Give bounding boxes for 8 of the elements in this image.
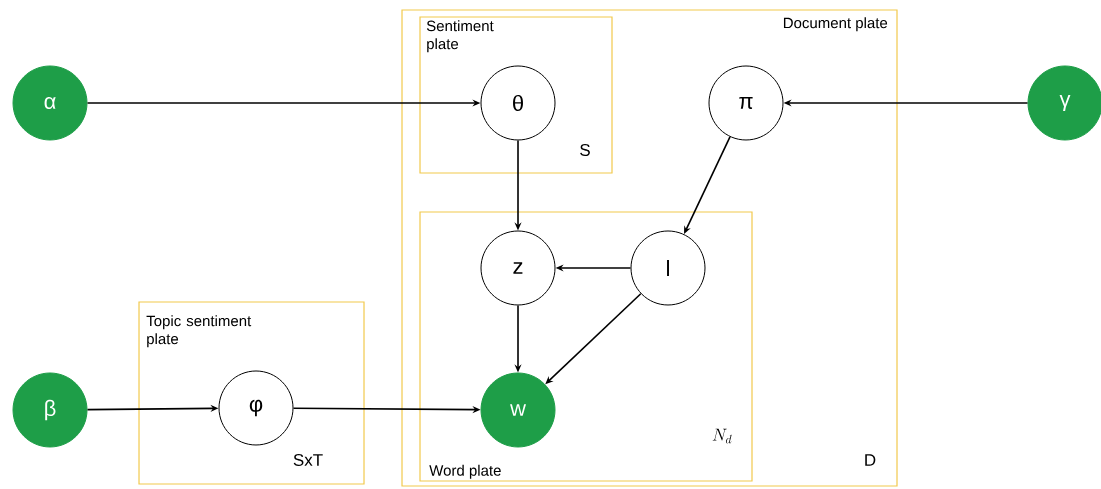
plate-label: Document plate <box>783 17 888 32</box>
plate-count: S <box>580 144 590 156</box>
plate-label: Sentiment plate <box>426 20 494 53</box>
plate-count: D <box>865 454 876 466</box>
plate-count: SxT <box>293 453 323 466</box>
plate-count: $N_d$ <box>712 428 732 444</box>
plate-label: Topic sentiment plate <box>146 315 252 348</box>
plate-label: Word plate <box>429 464 501 479</box>
